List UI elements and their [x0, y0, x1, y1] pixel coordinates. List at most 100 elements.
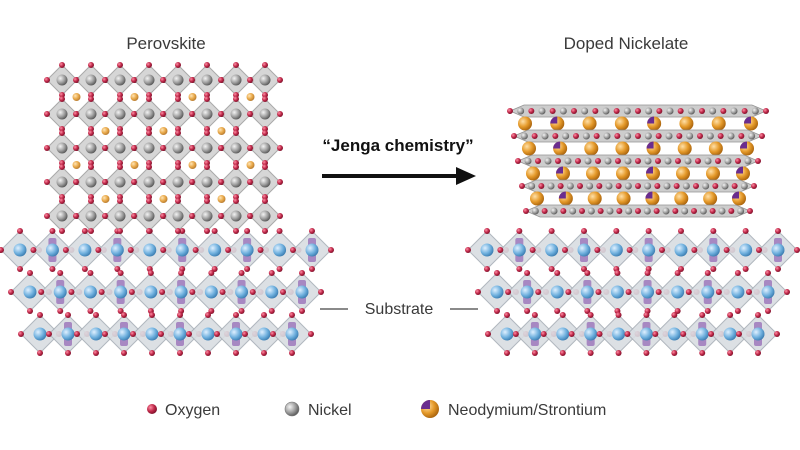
nickel-atom	[718, 207, 726, 215]
oxygen-atom	[93, 350, 99, 356]
oxygen-atom	[742, 266, 749, 272]
nickel-atom	[564, 157, 572, 165]
oxygen-atom	[117, 62, 123, 68]
neodymium-atom	[676, 166, 690, 181]
oxygen-atom	[708, 331, 715, 337]
oxygen-atom	[73, 213, 79, 219]
oxygen-atom	[18, 331, 24, 337]
oxygen-atom	[131, 145, 137, 151]
nickel-atom	[721, 182, 729, 190]
nickel-atom	[56, 142, 68, 154]
oxygen-atom	[62, 247, 69, 253]
neodymium-atom	[616, 191, 631, 206]
oxygen-atom	[88, 130, 94, 136]
nickel-atom	[230, 176, 242, 188]
oxygen-atom	[594, 247, 601, 253]
substrate-atom	[174, 285, 188, 299]
nickel-atom	[538, 107, 546, 115]
oxygen-atom	[735, 158, 741, 164]
oxygen-atom	[186, 331, 192, 337]
nickel-atom	[643, 207, 651, 215]
oxygen-atom	[596, 183, 603, 189]
oxygen-atom	[205, 312, 211, 318]
oxygen-atom	[74, 331, 80, 337]
substrate-atom	[229, 327, 243, 341]
nickel-atom	[664, 157, 672, 165]
oxygen-atom	[741, 108, 748, 114]
nickel-atom	[143, 74, 155, 86]
substrate-atom	[639, 327, 653, 341]
oxygen-atom	[587, 350, 594, 356]
substrate-atom	[204, 285, 218, 299]
oxygen-atom	[175, 164, 181, 170]
oxygen-atom	[149, 350, 155, 356]
oxygen-atom	[691, 208, 697, 214]
nickel-atom	[85, 176, 97, 188]
oxygen-atom	[59, 96, 65, 102]
nickel-atom	[706, 132, 714, 140]
oxygen-atom	[554, 270, 561, 276]
nickel-atom	[201, 74, 213, 86]
substrate-atom	[144, 285, 158, 299]
oxygen-atom	[121, 312, 127, 318]
neodymium-atom	[706, 166, 720, 181]
nickel-atom	[172, 142, 184, 154]
substrate-atom	[114, 285, 128, 299]
oxygen-atom	[102, 213, 108, 219]
oxygen-atom	[775, 266, 781, 272]
oxygen-atom	[211, 228, 218, 234]
neodymium-atom	[246, 161, 255, 169]
oxygen-atom	[715, 158, 721, 164]
oxygen-atom	[289, 350, 295, 356]
oxygen-atom	[44, 145, 50, 151]
oxygen-atom	[44, 213, 50, 219]
nickel-atom	[569, 207, 577, 215]
oxygen-atom	[699, 350, 706, 356]
oxygen-atom	[755, 158, 761, 164]
oxygen-atom	[562, 247, 568, 253]
oxygen-atom	[208, 270, 215, 276]
oxygen-atom	[88, 228, 94, 234]
oxygen-atom	[218, 213, 224, 219]
oxygen-atom	[584, 270, 591, 276]
substrate-atom	[201, 327, 215, 341]
oxygen-atom	[516, 228, 523, 234]
oxygen-atom	[37, 350, 43, 356]
oxygen-atom	[276, 266, 283, 272]
oxygen-atom	[765, 270, 771, 276]
oxygen-atom	[720, 108, 727, 114]
oxygen-atom	[635, 158, 641, 164]
nickel-atom	[143, 142, 155, 154]
oxygen-atom	[515, 158, 521, 164]
nickel-atom	[259, 142, 271, 154]
substrate-atom	[609, 243, 623, 257]
oxygen-atom	[192, 247, 199, 253]
neodymium-atom	[518, 116, 532, 131]
oxygen-atom	[571, 108, 577, 114]
neodymium-atom	[101, 127, 110, 135]
oxygen-atom	[37, 312, 43, 318]
oxygen-atom	[218, 145, 224, 151]
oxygen-atom	[484, 228, 490, 234]
oxygen-atom	[277, 179, 283, 185]
nickel-atom	[172, 176, 184, 188]
nickel-atom	[702, 182, 710, 190]
oxygen-atom	[233, 130, 239, 136]
oxygen-atom	[504, 350, 510, 356]
oxygen-atom	[524, 308, 531, 314]
oxygen-atom	[73, 77, 79, 83]
oxygen-atom	[208, 308, 215, 314]
oxygen-atom	[149, 312, 155, 318]
legend-label-oxygen: Oxygen	[165, 402, 220, 419]
oxygen-atom	[309, 228, 315, 234]
nickel-atom	[562, 132, 570, 140]
neodymium-atom	[188, 161, 197, 169]
substrate-atom	[13, 243, 27, 257]
oxygen-atom	[146, 198, 152, 204]
oxygen-atom	[262, 96, 268, 102]
oxygen-atom	[548, 266, 555, 272]
nickel-atom	[645, 107, 653, 115]
oxygen-atom	[30, 247, 37, 253]
substrate-atom	[173, 327, 187, 341]
neodymium-atom	[72, 93, 81, 101]
